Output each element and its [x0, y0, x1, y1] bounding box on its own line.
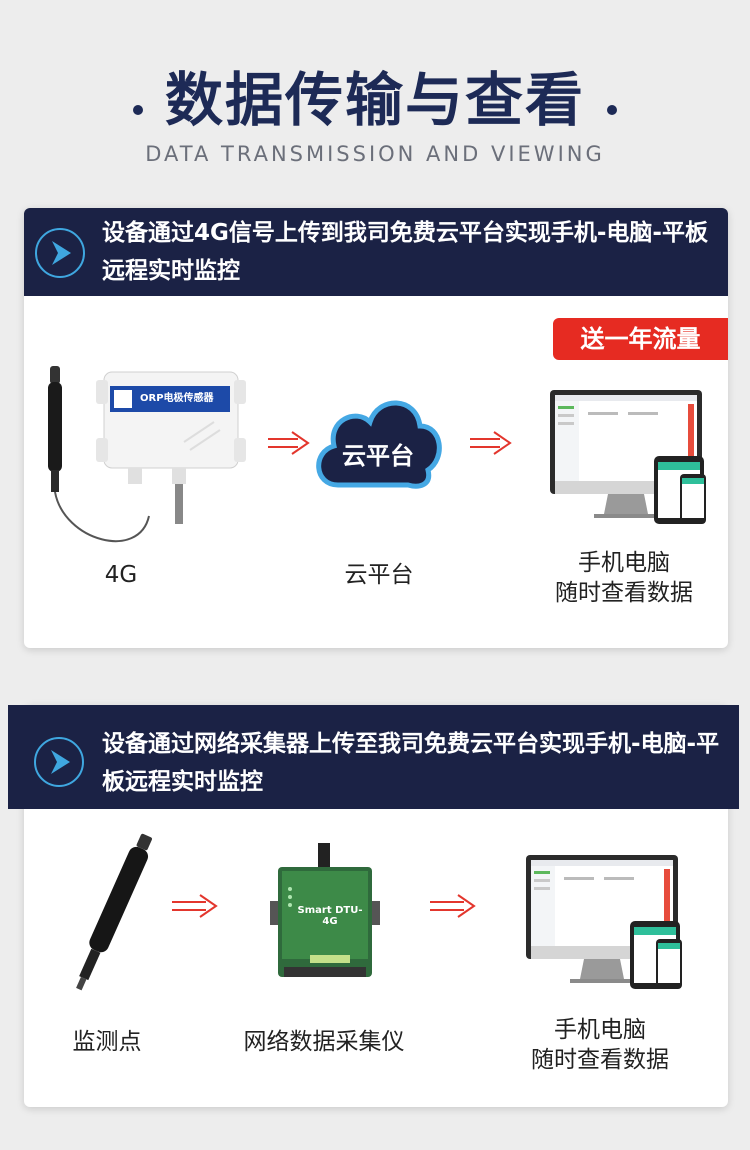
screen-label-line2: 随时查看数据: [555, 580, 693, 606]
collector-label: 网络数据采集仪: [243, 1029, 405, 1055]
section-collector-banner-text: 设备通过网络采集器上传至我司免费云平台实现手机-电脑-平板远程实时监控: [102, 731, 720, 795]
monitor-phone-image: [526, 855, 682, 989]
4g-label: 4G: [104, 562, 138, 588]
cloud-label: 云平台: [344, 562, 414, 588]
free-traffic-badge: 送一年流量: [553, 318, 728, 360]
section-collector-banner: 设备通过网络采集器上传至我司免费云平台实现手机-电脑-平板远程实时监控: [8, 705, 739, 809]
monitor-phone-image: [550, 390, 706, 524]
page-header: 数据传输与查看 DATA TRANSMISSION AND VIEWING: [0, 0, 750, 190]
sensor-label: ORP电极传感器: [140, 393, 214, 404]
probe-label: 监测点: [72, 1029, 142, 1055]
screen-label-line2: 随时查看数据: [531, 1047, 669, 1073]
chevron-right-icon: [34, 737, 84, 787]
screen-label-line1: 手机电脑: [554, 1017, 646, 1043]
screen-label-line1: 手机电脑: [578, 550, 670, 576]
section-4g-banner: 设备通过4G信号上传到我司免费云平台实现手机-电脑-平板远程实时监控: [24, 208, 728, 296]
title-right-dot: [607, 104, 617, 115]
dtu-label: Smart DTU-4G: [297, 905, 363, 927]
page-title: 数据传输与查看: [164, 66, 585, 134]
section-4g-card: 设备通过4G信号上传到我司免费云平台实现手机-电脑-平板远程实时监控 送一年流量…: [24, 208, 728, 648]
chevron-right-icon: [35, 228, 85, 278]
screen-label: 手机电脑 随时查看数据: [510, 1015, 690, 1075]
probe-image: [76, 833, 152, 991]
dtu-collector-image: [270, 843, 380, 977]
flow-arrow-icon: [470, 431, 512, 455]
flow-arrow-icon: [268, 431, 310, 455]
cloud-icon: [316, 400, 442, 489]
flow-arrow-icon: [172, 894, 218, 918]
orp-sensor-image: [48, 366, 246, 542]
title-row: 数据传输与查看: [0, 62, 750, 138]
cloud-text: 云平台: [342, 442, 414, 470]
screen-label: 手机电脑 随时查看数据: [534, 548, 714, 608]
page-subtitle: DATA TRANSMISSION AND VIEWING: [145, 142, 605, 166]
title-left-dot: [132, 104, 143, 115]
flow-arrow-icon: [430, 894, 476, 918]
section-4g-banner-text: 设备通过4G信号上传到我司免费云平台实现手机-电脑-平板远程实时监控: [102, 220, 708, 284]
